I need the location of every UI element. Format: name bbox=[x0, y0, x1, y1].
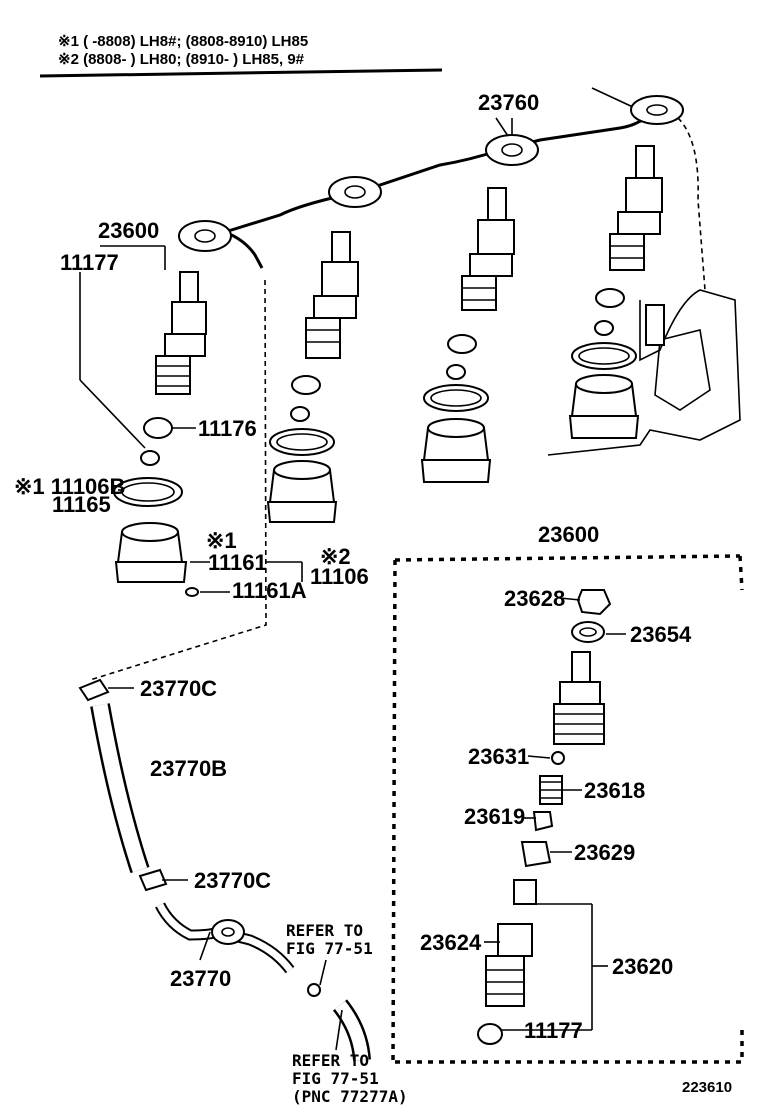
refer-note-2-line-1: REFER TO bbox=[292, 1051, 369, 1070]
label-23600-top: 23600 bbox=[98, 218, 159, 243]
label-11106: 11106 bbox=[310, 564, 369, 589]
label-23620: 23620 bbox=[612, 954, 673, 979]
figure-number: 223610 bbox=[682, 1079, 732, 1096]
label-23618: 23618 bbox=[584, 778, 645, 803]
label-11177-box: 11177 bbox=[524, 1018, 583, 1043]
label-11161a: 11161A bbox=[232, 578, 307, 603]
label-23770c-top: 23770C bbox=[140, 676, 217, 701]
leader-lines bbox=[79, 117, 626, 1051]
nozzle-holder-3 bbox=[461, 187, 515, 311]
label-23629: 23629 bbox=[574, 840, 635, 865]
label-11165: 11165 bbox=[52, 492, 111, 517]
label-23600-box: 23600 bbox=[538, 522, 599, 547]
label-23760: 23760 bbox=[478, 90, 539, 115]
seat-washers bbox=[113, 288, 637, 507]
head-stud bbox=[645, 304, 665, 346]
nozzle-holder-1 bbox=[155, 271, 207, 395]
legend-row-1: ※1 ( -8808) LH8#; (8808-8910) LH85 bbox=[58, 33, 308, 50]
label-23624: 23624 bbox=[420, 930, 482, 955]
label-11106b: ※1 11106B bbox=[14, 474, 125, 499]
legend-row-2: ※2 (8808- ) LH80; (8910- ) LH85, 9# bbox=[58, 51, 305, 68]
nozzle-holder-2 bbox=[305, 231, 359, 359]
label-23654: 23654 bbox=[630, 622, 692, 647]
legend-underline bbox=[39, 68, 443, 78]
label-23770c-bottom: 23770C bbox=[194, 868, 271, 893]
nozzle-sleeves bbox=[114, 374, 640, 597]
leakage-pipe bbox=[178, 95, 684, 269]
label-star-1: ※1 bbox=[206, 528, 237, 553]
label-11176: 11176 bbox=[198, 416, 257, 441]
label-23631: 23631 bbox=[468, 744, 529, 769]
refer-note-2-line-3: (PNC 77277A) bbox=[292, 1087, 408, 1106]
label-23628: 23628 bbox=[504, 586, 565, 611]
refer-note-2-line-2: FIG 77-51 bbox=[292, 1069, 379, 1088]
refer-note-1-line-1: REFER TO bbox=[286, 921, 363, 940]
pipe-eye-1 bbox=[178, 220, 232, 252]
label-11177-top: 11177 bbox=[60, 250, 119, 275]
pipe-eye-4 bbox=[630, 95, 684, 125]
label-23619: 23619 bbox=[464, 804, 525, 829]
label-11161: 11161 bbox=[208, 550, 267, 575]
pipe-eye-3 bbox=[485, 134, 539, 166]
refer-note-1-line-2: FIG 77-51 bbox=[286, 939, 373, 958]
nozzle-assembly-box bbox=[391, 554, 744, 1064]
model-legend: ※1 ( -8808) LH8#; (8808-8910) LH85 ※2 (8… bbox=[39, 33, 443, 78]
part-labels: 23760 23600 11177 11176 ※1 11106B 11165 … bbox=[14, 90, 732, 1106]
label-23770b: 23770B bbox=[150, 756, 227, 781]
label-23770: 23770 bbox=[170, 966, 231, 991]
label-star-2: ※2 bbox=[320, 544, 351, 569]
nozzle-holder-4 bbox=[609, 145, 663, 271]
hose-route-dashed bbox=[89, 279, 267, 681]
cylinder-head-outline bbox=[547, 87, 741, 456]
pipe-eye-2 bbox=[328, 176, 382, 208]
